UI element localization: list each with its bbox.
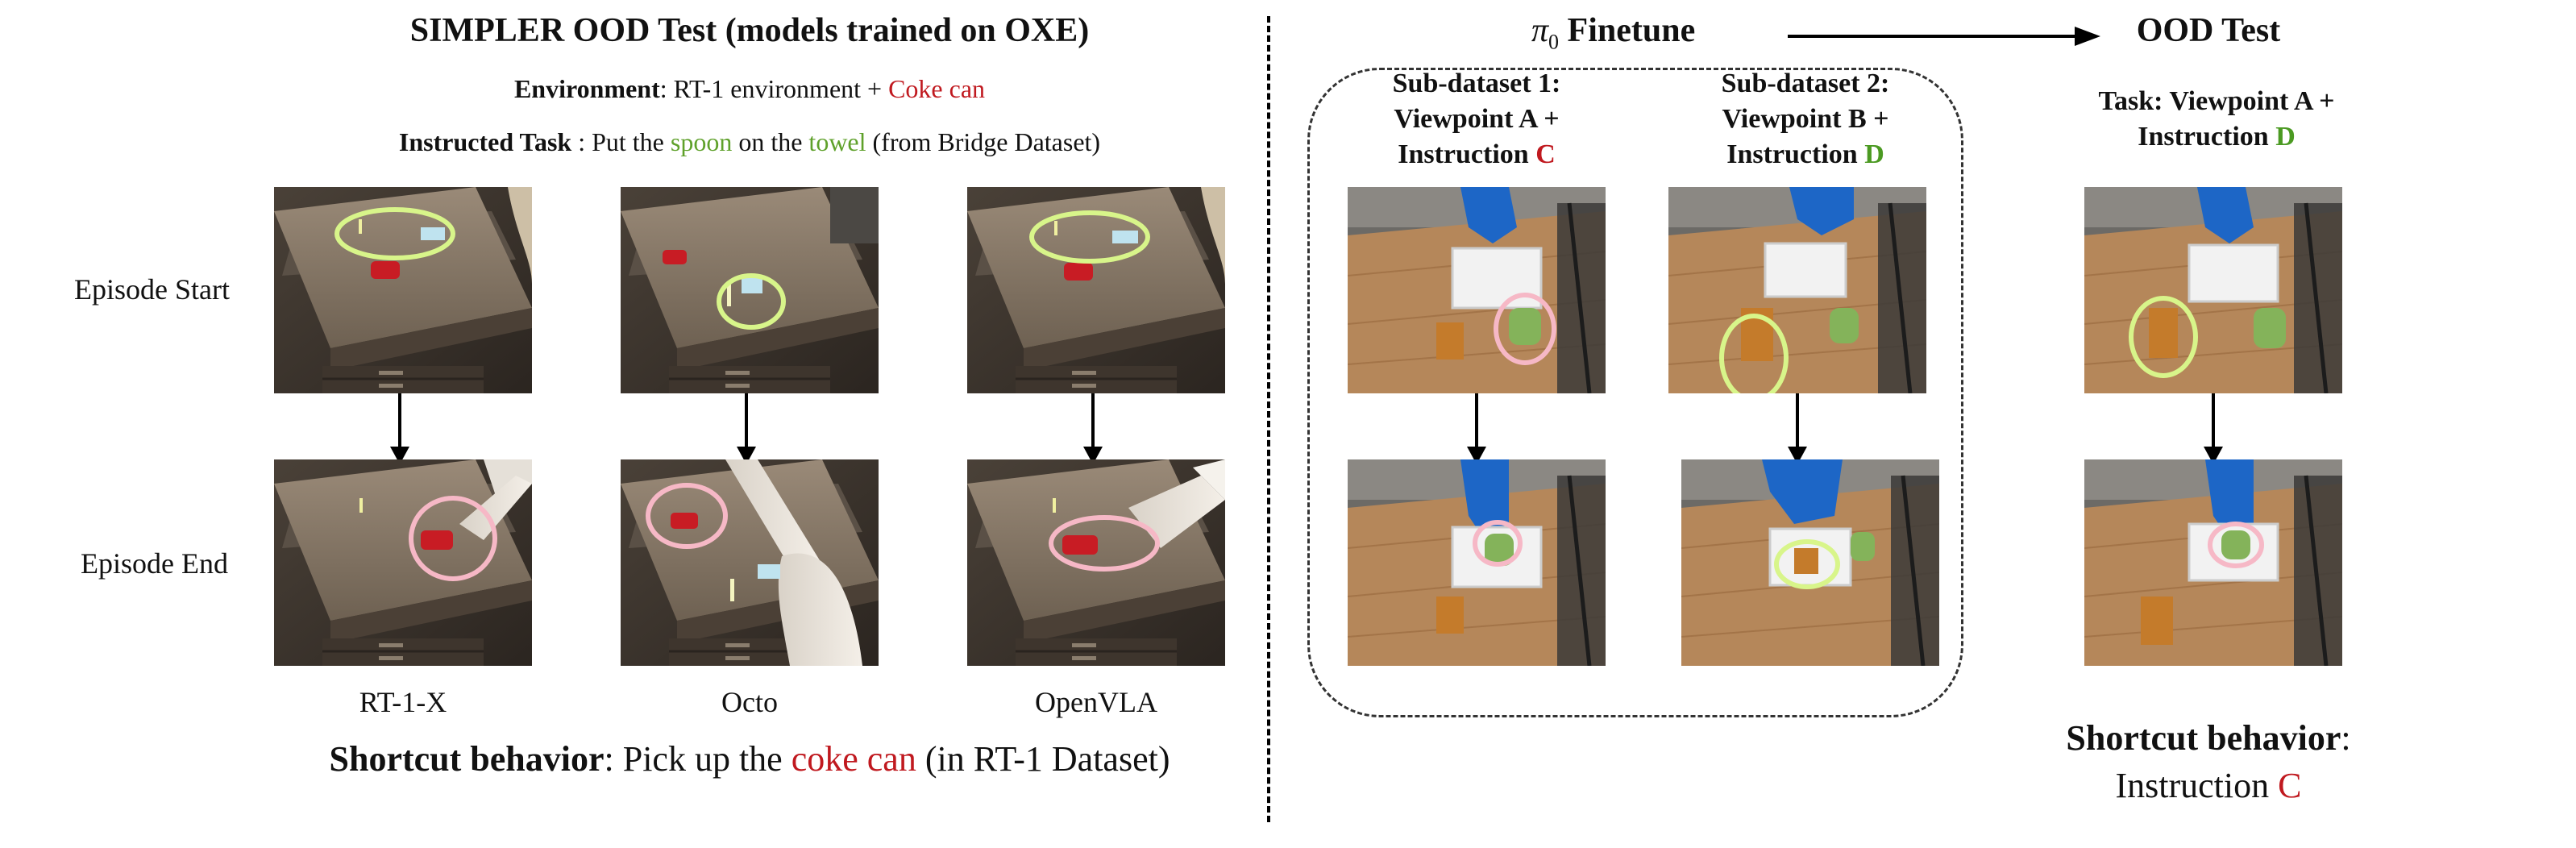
task-sep: : Put the — [571, 127, 671, 156]
sub1-line1: Sub-dataset 1: — [1392, 69, 1561, 98]
openvla-start-image — [967, 187, 1225, 393]
arrow-down-icon — [1788, 393, 1807, 464]
ood-end-image — [2084, 459, 2342, 666]
sub1-line2: Viewpoint A + — [1394, 104, 1560, 135]
target-circle-pink — [2208, 522, 2264, 568]
rt1x-end-image — [274, 459, 532, 666]
environment-line: Environment: RT-1 environment + Coke can — [306, 74, 1193, 104]
coke-can-circle — [1049, 515, 1160, 572]
target-circle-green — [2129, 296, 2198, 378]
right-shortcut-label: Shortcut behavior — [2066, 718, 2341, 758]
task-suffix: (from Bridge Dataset) — [866, 127, 1101, 156]
right-shortcut-line1: Shortcut behavior: — [2015, 714, 2402, 762]
environment-sep: : — [659, 74, 674, 103]
sub1-start-image — [1348, 187, 1606, 393]
model-label-openvla: OpenVLA — [1035, 686, 1157, 718]
instruction-d-letter: D — [1864, 139, 1884, 170]
right-shortcut-line2: Instruction C — [2115, 766, 2302, 806]
sub2-line2: Viewpoint B + — [1722, 104, 1889, 135]
arrow-down-icon — [390, 393, 409, 464]
task-obj2: towel — [808, 127, 866, 156]
spoon-towel-circle — [717, 273, 786, 330]
sub1-line3: Instruction C — [1398, 139, 1556, 170]
row-label-start: Episode Start — [74, 273, 230, 306]
spoon-towel-circle — [1029, 210, 1150, 264]
left-shortcut-sep: : Pick up the — [604, 739, 791, 779]
ood-test-title: OOD Test — [2136, 12, 2281, 49]
finetune-title: π0 Finetune — [1531, 11, 1695, 54]
left-shortcut-line: Shortcut behavior: Pick up the coke can … — [242, 738, 1257, 779]
sub2-line1: Sub-dataset 2: — [1721, 69, 1890, 98]
left-shortcut-suffix: (in RT-1 Dataset) — [916, 739, 1170, 779]
sub2-line3: Instruction D — [1726, 139, 1884, 170]
right-shortcut-block: Shortcut behavior: Instruction C — [2015, 714, 2402, 810]
arrow-down-icon — [2204, 393, 2223, 464]
left-shortcut-label: Shortcut behavior — [329, 739, 605, 779]
arrow-down-icon — [1467, 393, 1486, 464]
environment-highlight: Coke can — [888, 74, 986, 103]
model-label-rt1x: RT-1-X — [359, 686, 447, 718]
row-label-end: Episode End — [81, 547, 228, 580]
sub-dataset-1-header: Sub-dataset 1: Viewpoint A + Instruction… — [1332, 66, 1622, 173]
target-circle-pink — [1473, 520, 1523, 567]
target-circle-pink — [1494, 293, 1556, 365]
sub-dataset-2-header: Sub-dataset 2: Viewpoint B + Instruction… — [1660, 66, 1951, 173]
environment-text: RT-1 environment + — [673, 74, 889, 103]
left-shortcut-highlight: coke can — [791, 739, 916, 779]
rt1x-start-image — [274, 187, 532, 393]
environment-label: Environment — [513, 74, 660, 103]
task-line2: Instruction D — [2138, 122, 2296, 152]
target-circle-green — [1719, 314, 1789, 393]
right-shortcut-sep: : — [2341, 718, 2351, 758]
spoon-towel-circle — [334, 207, 455, 260]
task-line1: Task: Viewpoint A + — [2098, 86, 2335, 116]
pi-subscript: 0 — [1548, 30, 1560, 54]
coke-can-circle — [646, 483, 728, 549]
task-label: Instructed Task — [398, 127, 572, 156]
arrow-down-icon — [1083, 393, 1103, 464]
sub1-end-image — [1348, 459, 1606, 666]
left-title: SIMPLER OOD Test (models trained on OXE) — [409, 12, 1090, 49]
model-label-octo: Octo — [721, 686, 778, 718]
sub2-end-image — [1681, 459, 1939, 666]
octo-end-image — [621, 459, 879, 666]
instruction-c-letter: C — [2278, 766, 2302, 806]
coke-can-circle — [409, 496, 497, 581]
instruction-c-letter: C — [1535, 139, 1556, 170]
arrow-down-icon — [737, 393, 756, 464]
openvla-end-image — [967, 459, 1225, 666]
target-circle-green — [1774, 539, 1840, 589]
finetune-datasets-box — [1307, 68, 1963, 717]
octo-start-image — [621, 187, 879, 393]
instructed-task-line: Instructed Task : Put the spoon on the t… — [306, 127, 1193, 157]
ood-start-image — [2084, 187, 2342, 393]
arrow-right-icon — [1788, 27, 2100, 46]
ood-task-header: Task: Viewpoint A + Instruction D — [2047, 84, 2386, 155]
pi-symbol: π — [1531, 12, 1549, 49]
panel-divider — [1267, 16, 1270, 822]
sub2-start-image — [1668, 187, 1926, 393]
instruction-d-letter: D — [2275, 122, 2296, 152]
finetune-text: Finetune — [1559, 12, 1696, 49]
task-mid: on the — [732, 127, 809, 156]
task-obj1: spoon — [670, 127, 733, 156]
